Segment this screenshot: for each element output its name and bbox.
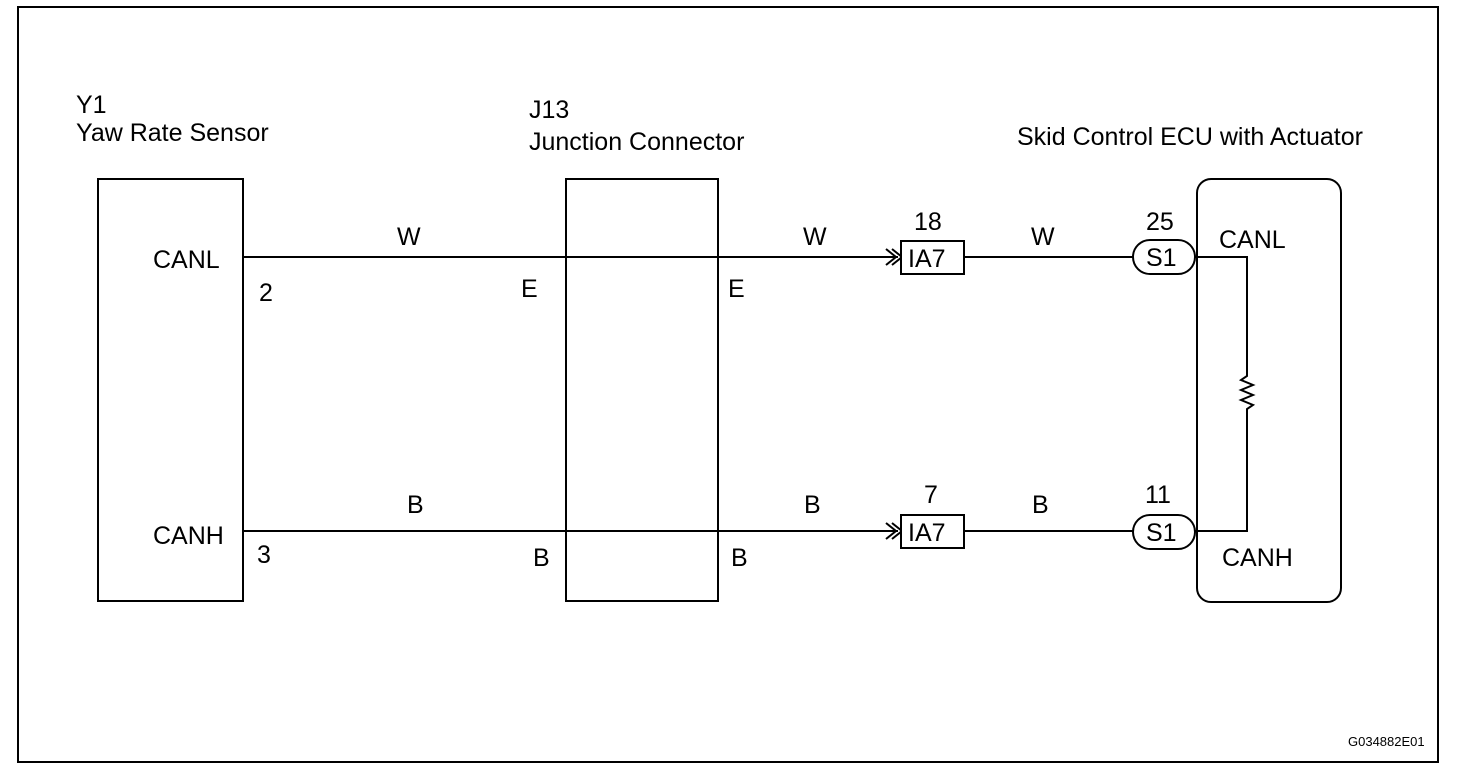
junction-ref: J13 [529, 96, 569, 124]
junction-box [565, 178, 719, 602]
canl-wire-color-2: W [803, 223, 827, 251]
canl-wire-color-3: W [1031, 223, 1055, 251]
canh-ia7-label: IA7 [908, 519, 946, 547]
canh-ia7-pin: 7 [924, 481, 938, 509]
sensor-canl-label: CANL [153, 246, 220, 274]
sensor-canh-pin: 3 [257, 541, 271, 569]
canh-s1-label: S1 [1146, 519, 1177, 547]
sensor-name: Yaw Rate Sensor [76, 119, 269, 147]
sensor-ref: Y1 [76, 91, 107, 119]
junction-canl-right-pin: E [728, 275, 745, 303]
canh-s1-pin: 11 [1145, 481, 1171, 509]
canh-wire-color-3: B [1032, 491, 1049, 519]
canh-wire-color-1: B [407, 491, 424, 519]
canl-ia7-pin: 18 [914, 208, 942, 236]
figure-code: G034882E01 [1348, 734, 1425, 749]
junction-name: Junction Connector [529, 128, 744, 156]
ecu-box [1196, 178, 1342, 603]
canh-ia7-connector [900, 514, 965, 549]
termination-resistor [1195, 256, 1256, 532]
diagram-frame [17, 6, 1439, 763]
canl-ia7-connector [900, 240, 965, 275]
canh-wire-color-2: B [804, 491, 821, 519]
sensor-box [97, 178, 244, 602]
ecu-canl-label: CANL [1219, 226, 1286, 254]
canl-s1-pin: 25 [1146, 208, 1174, 236]
junction-canh-left-pin: B [533, 544, 550, 572]
canl-ia7-label: IA7 [908, 245, 946, 273]
ecu-canh-label: CANH [1222, 544, 1293, 572]
sensor-canh-label: CANH [153, 522, 224, 550]
canl-wire-color-1: W [397, 223, 421, 251]
ecu-name: Skid Control ECU with Actuator [1017, 123, 1363, 151]
junction-canh-right-pin: B [731, 544, 748, 572]
canl-s1-label: S1 [1146, 244, 1177, 272]
junction-canl-left-pin: E [521, 275, 538, 303]
sensor-canl-pin: 2 [259, 279, 273, 307]
